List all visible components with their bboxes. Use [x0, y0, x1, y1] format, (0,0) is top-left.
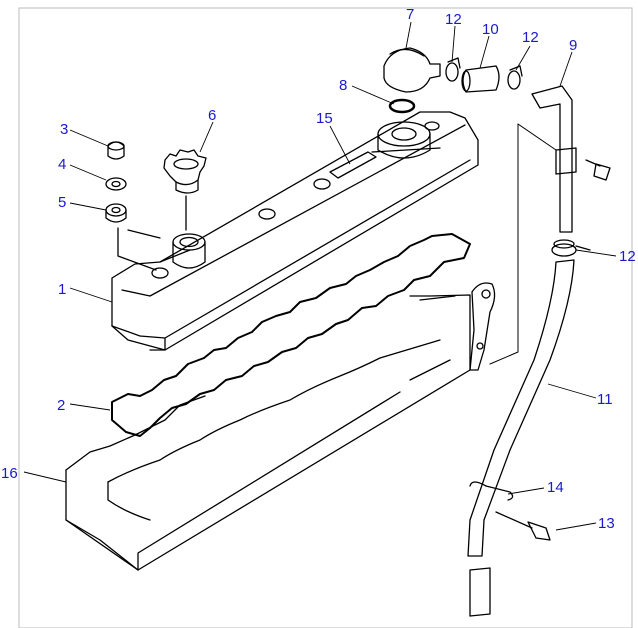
breather-route-line [489, 123, 557, 365]
callout-16: 16 [1, 465, 18, 482]
plug [107, 141, 125, 160]
callout-10: 10 [482, 21, 499, 38]
callout-7: 7 [406, 6, 414, 23]
tube-bolt [585, 159, 611, 181]
callout-8: 8 [339, 77, 347, 94]
washer [105, 177, 127, 191]
callout-6: 6 [208, 107, 216, 124]
breather-hose [461, 65, 500, 93]
clip-bolt [495, 511, 551, 541]
callout-1: 1 [58, 281, 66, 298]
callout-14: 14 [547, 479, 564, 496]
callout-9: 9 [569, 37, 577, 54]
o-ring [388, 98, 416, 114]
callout-13: 13 [598, 515, 615, 532]
callout-11: 11 [597, 391, 613, 408]
diagram-frame [18, 7, 633, 628]
return-hose [467, 259, 575, 557]
callout-3: 3 [60, 121, 68, 138]
oil-filler-cap [163, 149, 207, 231]
callout-2: 2 [57, 397, 65, 414]
rocker-cover [111, 111, 479, 351]
breather-tube [531, 85, 577, 233]
name-plate [329, 151, 377, 179]
callout-12-top-left: 12 [445, 11, 462, 28]
mounting-bracket [469, 282, 496, 371]
filler-neck [172, 233, 206, 269]
tube-end [469, 567, 491, 617]
hose-clamp-top-right [507, 65, 523, 90]
hose-clamp-lower [551, 239, 591, 257]
callout-5: 5 [58, 194, 66, 211]
callout-12-top-right: 12 [522, 29, 539, 46]
cover-bosses [151, 121, 440, 279]
callout-4: 4 [58, 156, 66, 173]
breather-cap [383, 47, 441, 93]
rocker-cover-gasket [111, 233, 471, 437]
callout-12-lower: 12 [619, 248, 636, 265]
hose-clip [469, 481, 514, 501]
leader-lines [23, 21, 617, 531]
bushing [105, 203, 127, 223]
hose-clamp-top-left [445, 57, 461, 82]
breather-boss [371, 121, 441, 159]
callout-15: 15 [316, 110, 333, 127]
bushing-leader [117, 227, 157, 271]
